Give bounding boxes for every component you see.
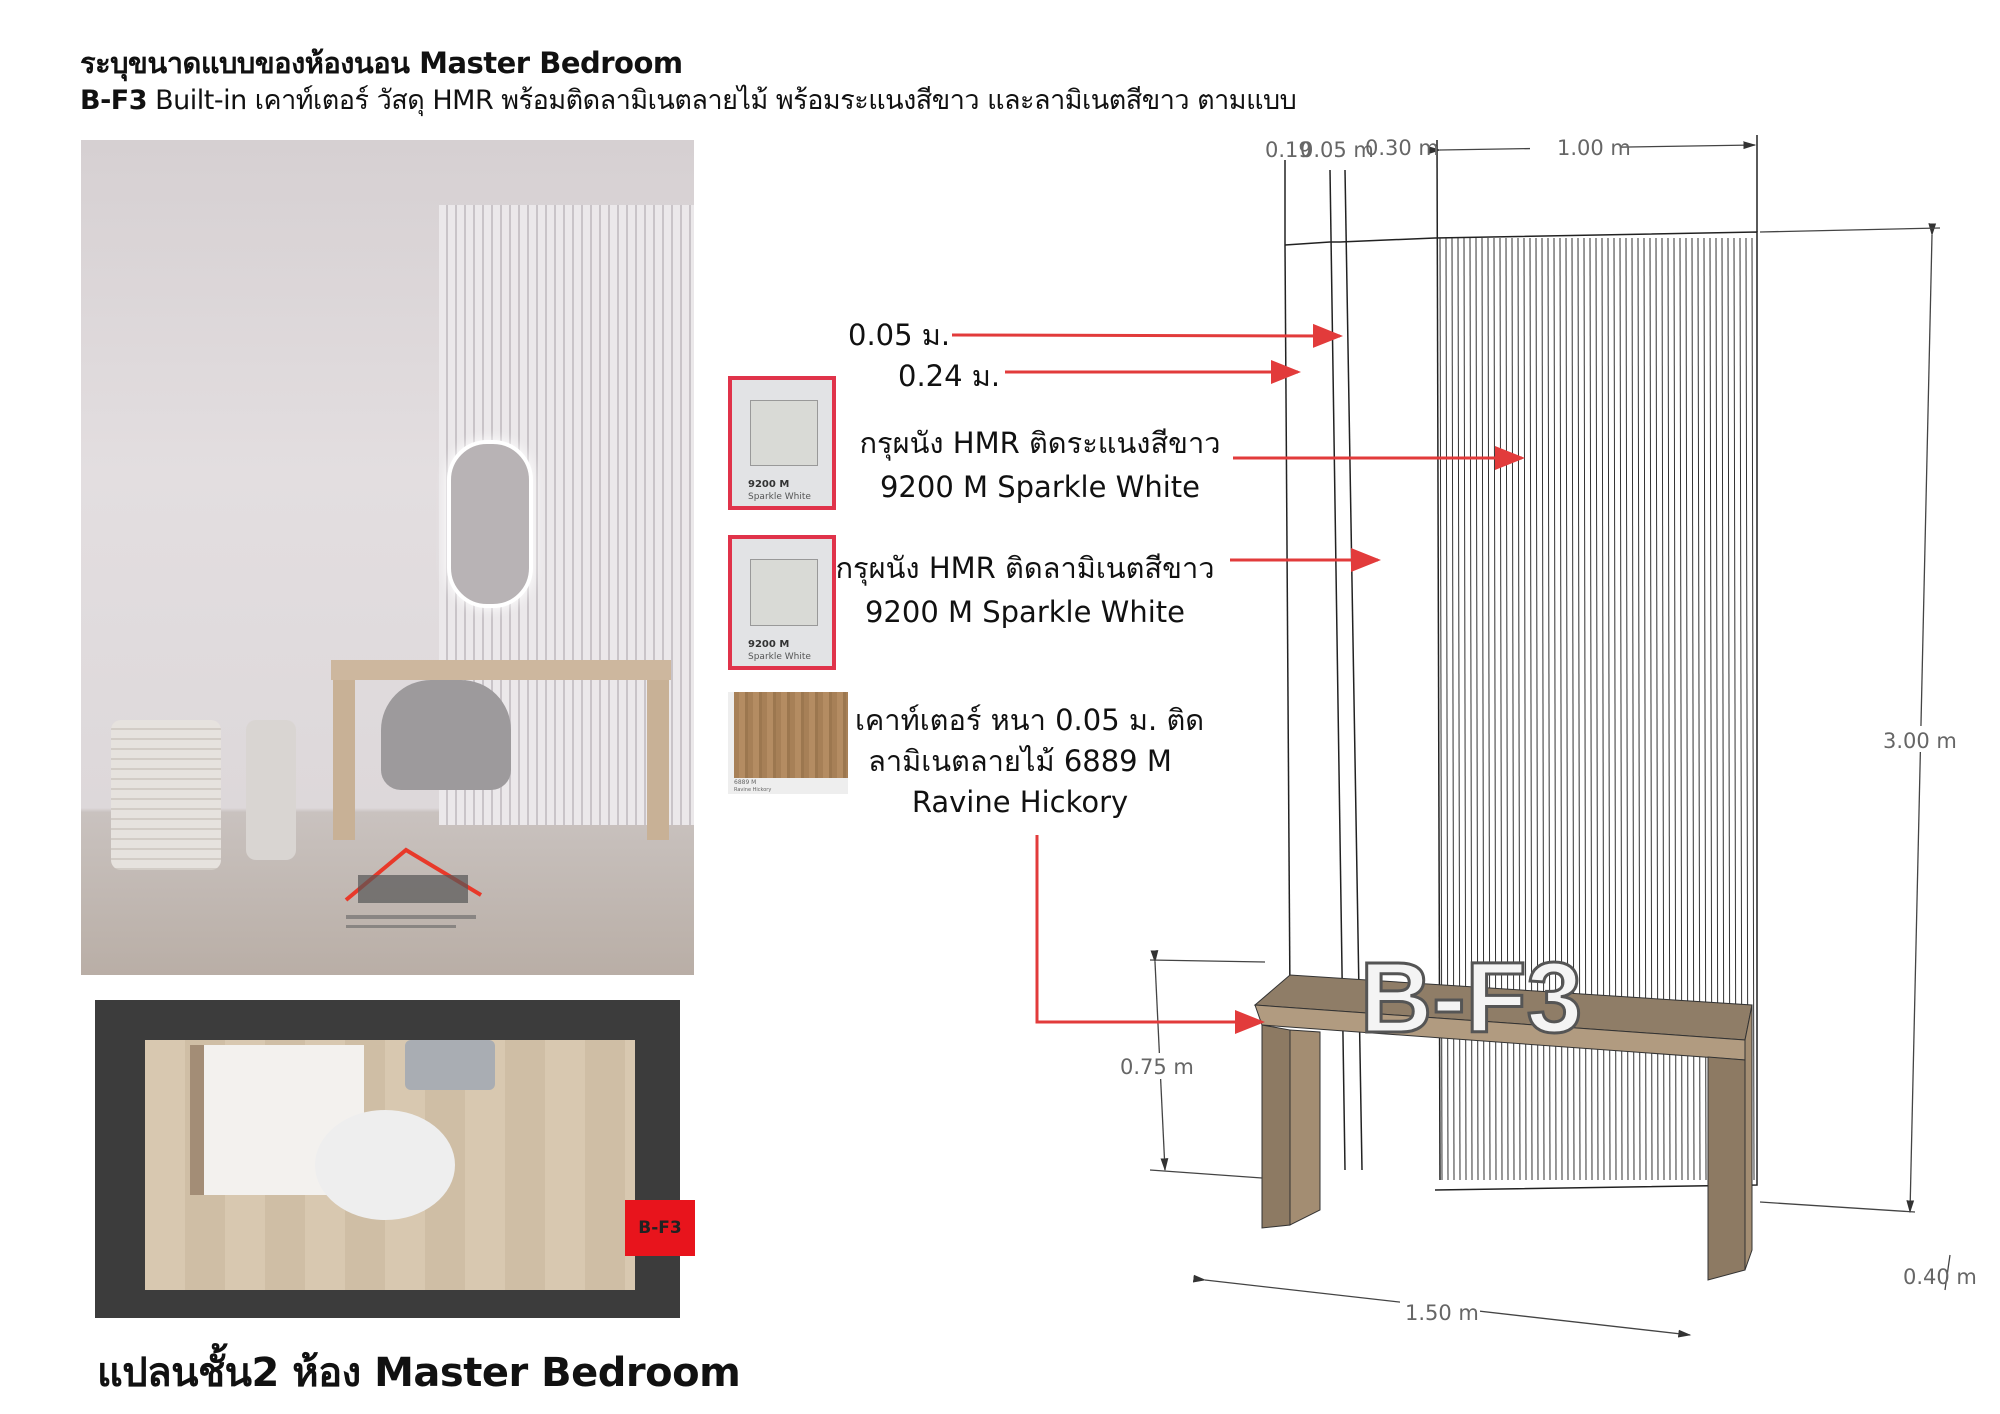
label-gap-005: 0.05 ม. <box>848 318 951 352</box>
basket <box>111 720 221 870</box>
page-subtitle: B-F3 Built-in เคาท์เตอร์ วัสดุ HMR พร้อม… <box>80 78 1297 121</box>
item-description: Built-in เคาท์เตอร์ วัสดุ HMR พร้อมติดลา… <box>155 85 1297 116</box>
plan-caption: แปลนชั้น2 ห้อง Master Bedroom <box>97 1350 741 1396</box>
swatch-sparkle-white-slat: 9200 M Sparkle White <box>728 376 836 510</box>
swatch-sparkle-white-laminate: 9200 M Sparkle White <box>728 535 836 670</box>
plan-badge-b-f3: B-F3 <box>625 1200 695 1256</box>
label-counter-material: เคาท์เตอร์ หนา 0.05 ม. ติดลามิเนตลายไม้ … <box>855 703 1205 819</box>
swatch-name: Sparkle White <box>748 652 811 662</box>
swatch-code: 9200 M <box>748 639 790 650</box>
slat-line <box>1751 237 1755 1181</box>
dim-0-75: 0.75 m <box>1120 1055 1194 1079</box>
rug <box>315 1110 455 1220</box>
bedroom-render-image <box>81 140 694 975</box>
led-mirror <box>447 440 533 608</box>
dim-0-05: 0.05 m <box>1300 138 1374 162</box>
item-code: B-F3 <box>80 85 148 116</box>
vase <box>246 720 296 860</box>
chair <box>381 680 511 790</box>
swatch-name: Sparkle White <box>748 492 811 502</box>
counter-desk <box>1253 974 1753 1281</box>
swatch-ravine-hickory: 6889 M Ravine Hickory <box>728 692 848 794</box>
desk-leg <box>333 680 355 840</box>
dim-0-40: 0.40 m <box>1903 1265 1977 1289</box>
callout-arrows <box>951 323 1525 1034</box>
page-title: ระบุขนาดแบบของห้องนอน Master Bedroom <box>80 46 683 80</box>
label-gap-024: 0.24 ม. <box>898 359 1001 393</box>
dim-1-00: 1.00 m <box>1557 136 1631 160</box>
sofa <box>405 1040 495 1090</box>
dim-0-30: 0.30 m <box>1365 136 1439 160</box>
dim-3-00: 3.00 m <box>1883 729 1957 753</box>
swatch-code: 9200 M <box>748 479 790 490</box>
swatch-code: 6889 M <box>734 779 757 786</box>
dim-1-50: 1.50 m <box>1405 1301 1479 1325</box>
desk-leg <box>647 680 669 840</box>
swatch-name: Ravine Hickory <box>734 787 772 793</box>
floor-plan <box>95 1000 680 1318</box>
drawing-label-b-f3: B-F3 <box>1360 942 1582 1054</box>
company-logo <box>344 847 483 928</box>
dim-0-19: 0.19 <box>1265 138 1312 162</box>
vanity-desk <box>331 660 671 680</box>
